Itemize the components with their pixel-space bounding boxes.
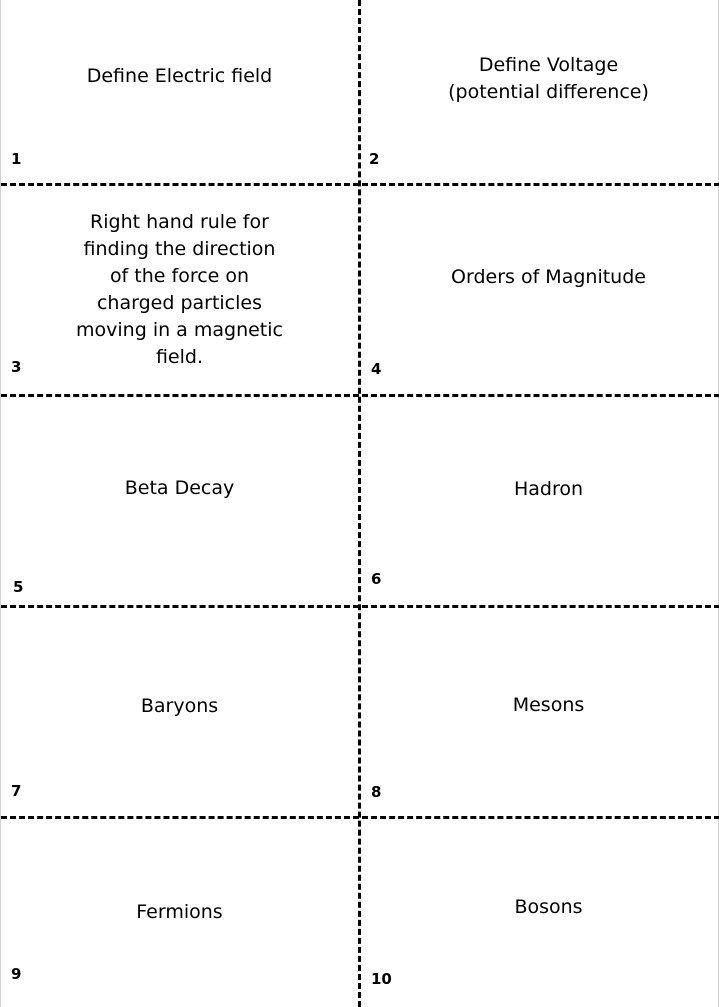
card-4: Orders of Magnitude 4 [360, 186, 717, 394]
card-3: Right hand rule for finding the directio… [1, 186, 358, 394]
card-term: Fermions [136, 901, 223, 923]
card-number: 6 [371, 570, 382, 588]
horizontal-cut-line [1, 183, 719, 186]
card-term: Beta Decay [124, 477, 235, 499]
horizontal-cut-line [1, 394, 719, 397]
card-8: Mesons 8 [360, 608, 717, 816]
card-term: Right hand rule for finding the directio… [76, 211, 283, 368]
card-number: 2 [369, 150, 380, 168]
card-number: 5 [13, 578, 24, 596]
card-5: Beta Decay 5 [1, 397, 358, 605]
card-term: Define Electric field [86, 65, 273, 87]
card-term: Mesons [512, 694, 585, 716]
vertical-cut-line [358, 0, 361, 1007]
card-1: Define Electric field 1 [1, 0, 358, 183]
card-term: Baryons [140, 695, 219, 717]
card-term: Define Voltage (potential difference) [448, 54, 649, 103]
card-term: Hadron [513, 478, 584, 500]
card-term: Orders of Magnitude [451, 266, 646, 288]
card-6: Hadron 6 [360, 397, 717, 605]
card-7: Baryons 7 [1, 608, 358, 816]
card-term: Bosons [514, 896, 583, 918]
card-10: Bosons 10 [360, 819, 717, 1007]
card-number: 3 [11, 358, 22, 376]
card-number: 4 [371, 360, 382, 378]
card-number: 9 [11, 965, 22, 983]
horizontal-cut-line [1, 605, 719, 608]
horizontal-cut-line [1, 816, 719, 819]
card-2: Define Voltage (potential difference) 2 [360, 0, 717, 183]
card-number: 7 [11, 782, 22, 800]
card-number: 1 [11, 150, 22, 168]
card-9: Fermions 9 [1, 819, 358, 1007]
card-number: 8 [371, 783, 382, 801]
card-number: 10 [371, 970, 392, 988]
